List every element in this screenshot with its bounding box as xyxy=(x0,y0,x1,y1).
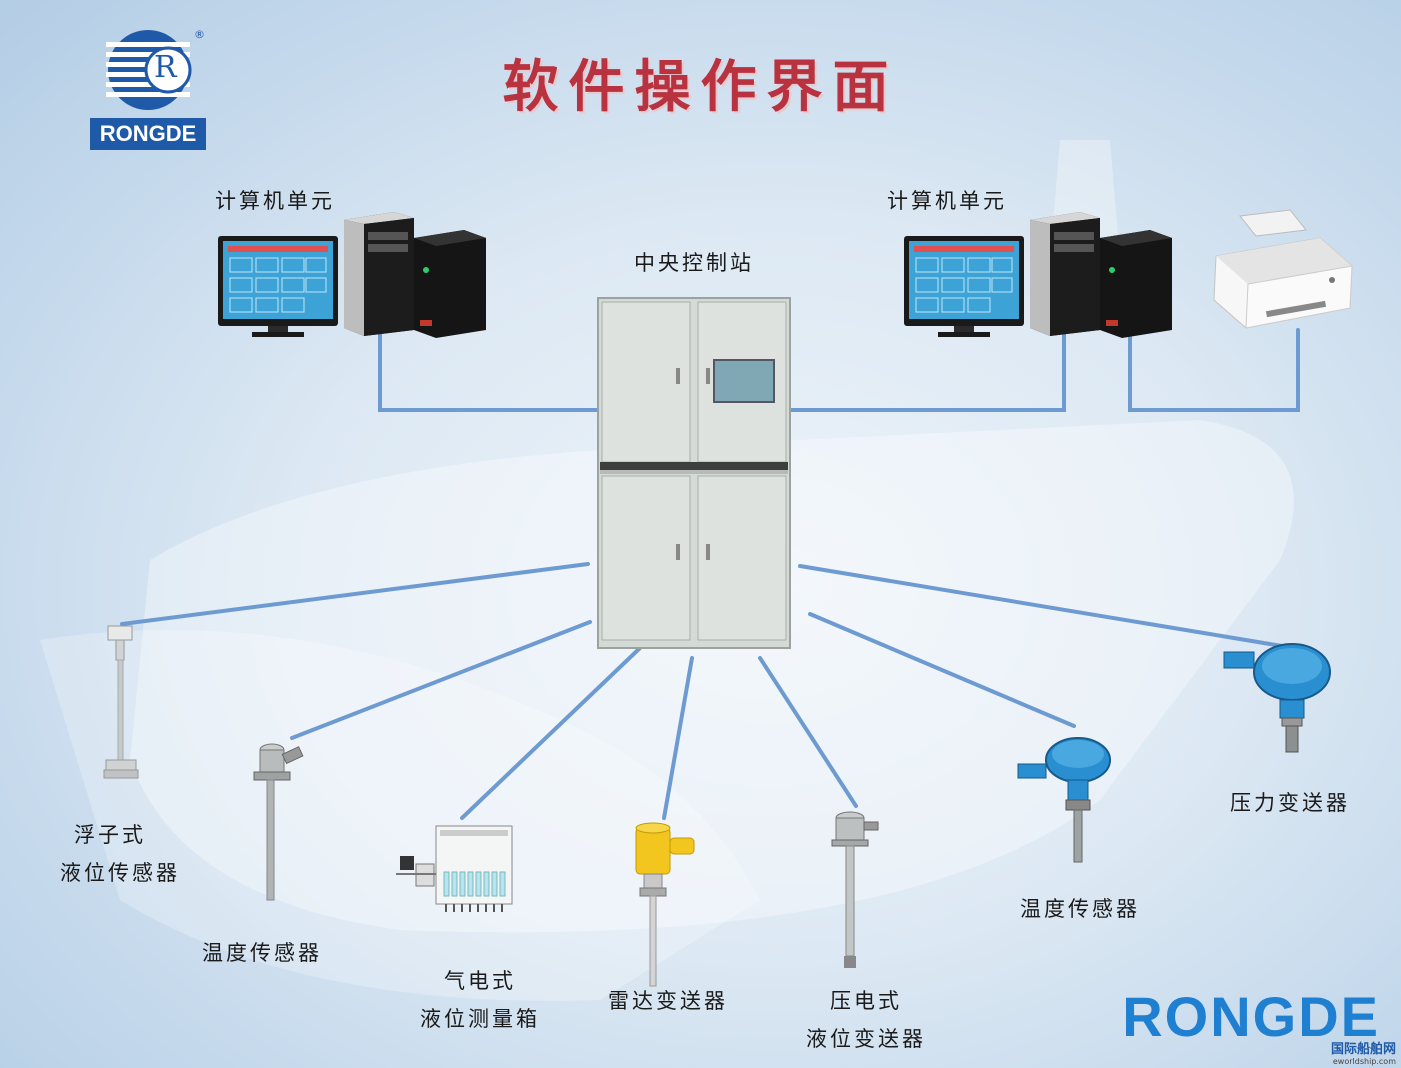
label-computer-left: 计算机单元 xyxy=(215,189,335,213)
label-float-sensor-line2: 液位传感器 xyxy=(60,861,180,885)
monitor-right xyxy=(904,236,1024,337)
label-pneumatic-line1: 气电式 xyxy=(444,969,516,993)
label-piezo-line1: 压电式 xyxy=(830,989,902,1013)
ups-right xyxy=(1100,230,1172,338)
piezo-level-transmitter-icon xyxy=(831,811,879,968)
temperature-sensor-right-icon xyxy=(1017,737,1111,863)
logo-letter: R xyxy=(154,50,177,85)
label-piezo-line2: 液位变送器 xyxy=(806,1027,926,1051)
label-pressure-transmitter: 压力变送器 xyxy=(1230,791,1350,815)
label-pneumatic-line2: 液位测量箱 xyxy=(420,1007,540,1031)
computer-unit-right xyxy=(904,212,1172,338)
line-pressure xyxy=(798,564,1284,648)
label-temperature-sensor-right: 温度传感器 xyxy=(1020,897,1140,921)
line-right-computer xyxy=(788,332,1066,412)
float-level-sensor-icon xyxy=(103,625,139,779)
line-printer xyxy=(1128,328,1300,412)
label-temperature-sensor-left: 温度传感器 xyxy=(202,941,322,965)
printer-icon xyxy=(1213,209,1353,329)
page-title: 软件操作界面 xyxy=(502,54,899,120)
monitor-left xyxy=(218,236,338,337)
line-left-computer xyxy=(378,332,600,412)
line-piezo xyxy=(758,656,858,808)
line-radar xyxy=(662,656,694,820)
label-central-station: 中央控制站 xyxy=(634,251,754,275)
watermark-cn: 国际船舶网 xyxy=(1330,1042,1396,1057)
company-logo: R ® RONGDE xyxy=(86,28,212,154)
computer-unit-left xyxy=(218,212,486,338)
ups-left xyxy=(414,230,486,338)
logo-emblem xyxy=(106,30,192,110)
pc-tower-right xyxy=(1030,212,1100,336)
logo-text: RONGDE xyxy=(90,118,206,150)
temperature-sensor-left-icon xyxy=(253,743,304,901)
line-float-sensor xyxy=(120,562,590,626)
line-pneumatic xyxy=(460,646,642,820)
label-computer-right: 计算机单元 xyxy=(887,189,1007,213)
pneumatic-level-box-icon xyxy=(396,825,513,912)
pressure-transmitter-icon xyxy=(1223,643,1331,753)
brand-text: RONGDE xyxy=(1122,985,1380,1048)
label-float-sensor-line1: 浮子式 xyxy=(74,823,146,847)
watermark-en: eworldship.com xyxy=(1332,1057,1396,1066)
line-temp-right xyxy=(808,612,1076,728)
line-temp-left xyxy=(290,620,592,740)
radar-transmitter-icon xyxy=(635,822,695,987)
central-control-cabinet xyxy=(597,297,791,649)
label-radar-transmitter: 雷达变送器 xyxy=(608,989,728,1013)
logo-registered: ® xyxy=(194,28,205,41)
pc-tower-left xyxy=(344,212,414,336)
site-watermark: 国际船舶网 eworldship.com xyxy=(1290,1038,1396,1066)
